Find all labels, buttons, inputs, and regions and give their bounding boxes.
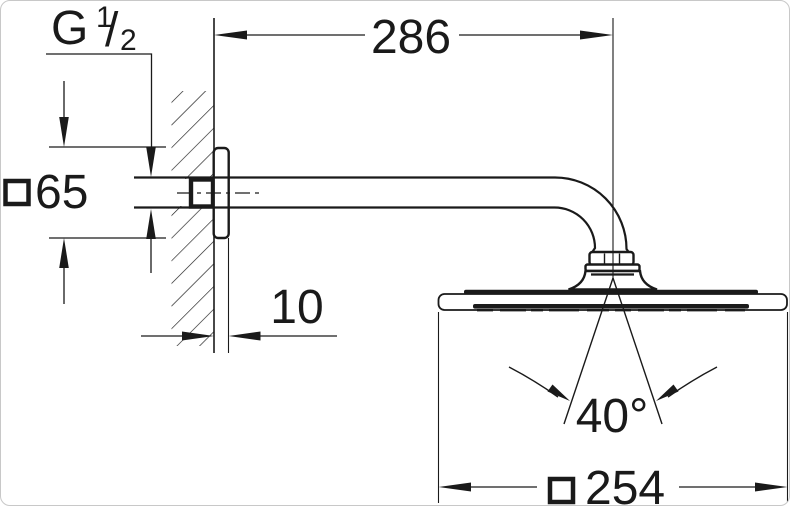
arrowhead-left (547, 384, 570, 401)
square-symbol (547, 476, 576, 505)
arrowhead-up (146, 209, 156, 239)
shower-arm (134, 176, 630, 254)
arrowhead-left (438, 482, 471, 492)
dim-label-10: 10 (270, 281, 323, 334)
spray-line-right (612, 277, 663, 425)
connection-nut (588, 250, 635, 267)
dimension-flange-depth: 10 (141, 238, 337, 353)
square-symbol (3, 178, 31, 207)
dimension-head-size: 254 (437, 312, 789, 506)
arm-outer-edge (134, 176, 630, 254)
arrowhead-left (228, 331, 261, 341)
thread-leader-line (46, 53, 153, 147)
arrowhead-right (656, 384, 679, 401)
arrowhead-left (214, 30, 247, 40)
dim-label-286: 286 (371, 11, 451, 64)
head-top-band (464, 289, 758, 295)
dimension-spray-angle: 40° (508, 277, 718, 443)
shower-head (437, 289, 788, 312)
arrowhead-up (59, 238, 69, 268)
arm-inner-edge (134, 206, 597, 253)
dimension-thread: G 1 / 2 (46, 1, 156, 273)
thread-numerator: 1 (96, 1, 113, 34)
nozzle-band (473, 304, 749, 309)
arrowhead-right (182, 331, 214, 341)
thread-denominator: 2 (120, 24, 137, 57)
wall-hatching (171, 91, 214, 346)
supply-pipe-stub (134, 177, 216, 209)
dimension-arm-projection: 286 (214, 11, 613, 64)
arrowhead-down (59, 117, 69, 147)
thread-prefix: G (51, 2, 88, 55)
wall-section (171, 18, 215, 353)
arrowhead-down (146, 147, 156, 177)
spray-line-left (563, 277, 614, 425)
arrowhead-right (755, 482, 788, 492)
dim-label-40: 40° (576, 390, 649, 443)
dimension-flange-size: 65 (3, 81, 166, 304)
arrowhead-right (580, 30, 613, 40)
dim-label-65: 65 (35, 166, 88, 219)
thread-slash: / (105, 4, 119, 57)
dim-label-254: 254 (585, 462, 665, 506)
